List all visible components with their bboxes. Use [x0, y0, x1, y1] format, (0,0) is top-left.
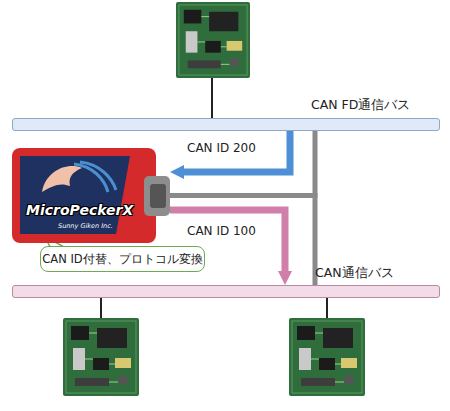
node-label: CAN通信バス [315, 265, 394, 282]
ecu-board [63, 318, 139, 396]
node-label: CAN FD通信バス [311, 97, 410, 114]
bus-wire [326, 298, 328, 318]
connector-socket [150, 184, 166, 208]
device-panel [20, 156, 130, 234]
logo-stripe [74, 162, 116, 192]
bus-wire [100, 298, 102, 318]
can-fd-bus: CAN FD通信バス [12, 118, 440, 131]
micropecker-device: MicroPeckerX Sunny Giken Inc. [12, 148, 170, 243]
bus-connection [170, 131, 315, 196]
node-label: MicroPeckerX [26, 202, 133, 218]
ecu-board [176, 2, 250, 78]
db9-connector [144, 176, 170, 216]
device-case [12, 148, 156, 243]
edge-label: CAN ID 100 [187, 224, 256, 238]
bird-logo [42, 166, 82, 192]
ecu-board [289, 318, 365, 396]
callout-box: CAN ID付替、プロトコル変換 [40, 246, 205, 272]
bus-wire [211, 76, 213, 118]
can-bus: CAN通信バス [12, 285, 440, 298]
node-label: CAN ID付替、プロトコル変換 [42, 252, 202, 267]
edge-label: CAN ID 200 [187, 141, 256, 155]
node-sublabel: Sunny Giken Inc. [58, 222, 113, 230]
message-arrow [184, 131, 290, 172]
